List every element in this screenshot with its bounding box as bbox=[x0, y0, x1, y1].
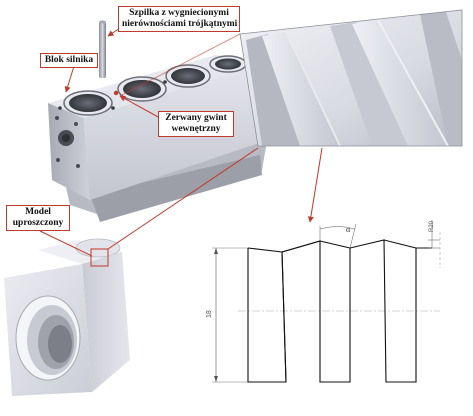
thread-flank bbox=[420, 12, 462, 146]
bolt-hole bbox=[76, 164, 80, 168]
thread-tooth bbox=[262, 32, 340, 146]
detail-marker-cube bbox=[90, 248, 109, 267]
angle-label: α bbox=[346, 225, 351, 234]
cube-side-face bbox=[82, 252, 130, 392]
stud-label-line-1: Szpilka z wygniecionymi bbox=[129, 8, 229, 18]
angle-arc bbox=[319, 226, 356, 230]
model-label: Model uproszczony bbox=[6, 205, 70, 231]
thread-zoom-view bbox=[239, 9, 463, 147]
stud-label-line-2: nierówności­ami trójkątnymi bbox=[122, 19, 238, 29]
model-label-line-2: uproszczony bbox=[12, 218, 64, 228]
stud-hole bbox=[163, 80, 167, 84]
thread-profile-drawing: 18 α R20 bbox=[206, 220, 441, 383]
bolt-hole bbox=[56, 158, 60, 162]
cube-boss bbox=[75, 238, 121, 258]
block-label: Blok silnika bbox=[40, 53, 98, 68]
stud-bolt bbox=[99, 20, 106, 78]
thread-label: Zerwany gwint wewnętrzny bbox=[158, 111, 234, 137]
thread-flank bbox=[330, 22, 410, 146]
simplified-model bbox=[4, 238, 130, 396]
block-flange bbox=[90, 155, 262, 222]
block-end-face bbox=[48, 103, 90, 200]
drawing-arrow bbox=[307, 147, 323, 223]
block-arrow bbox=[64, 65, 75, 93]
pitch-dimension-label: R20 bbox=[429, 220, 435, 232]
model-connector bbox=[39, 230, 93, 257]
model-label-line-1: Model bbox=[25, 207, 51, 217]
thread-flank bbox=[246, 34, 300, 146]
thread-tooth bbox=[352, 20, 448, 146]
bolt-hole bbox=[55, 116, 59, 120]
stud-hole bbox=[113, 90, 119, 96]
bolt-hole bbox=[74, 122, 78, 126]
height-dimension-label: 18 bbox=[206, 310, 213, 318]
stud-label: Szpilka z wygniecionymi nierówności­ami … bbox=[118, 6, 240, 32]
engine-block bbox=[48, 55, 268, 222]
callout-connectors bbox=[39, 27, 323, 257]
cylinder-bores bbox=[63, 55, 247, 116]
thread-label-line-2: wewnętrzny bbox=[171, 124, 221, 134]
zoom-connector bbox=[107, 147, 259, 250]
thread-label-line-1: Zerwany gwint bbox=[165, 113, 227, 123]
thread-arrow bbox=[119, 95, 161, 119]
stud-hole bbox=[58, 106, 62, 110]
stud-hole bbox=[111, 106, 115, 110]
block-label-text: Blok silnika bbox=[44, 55, 94, 65]
